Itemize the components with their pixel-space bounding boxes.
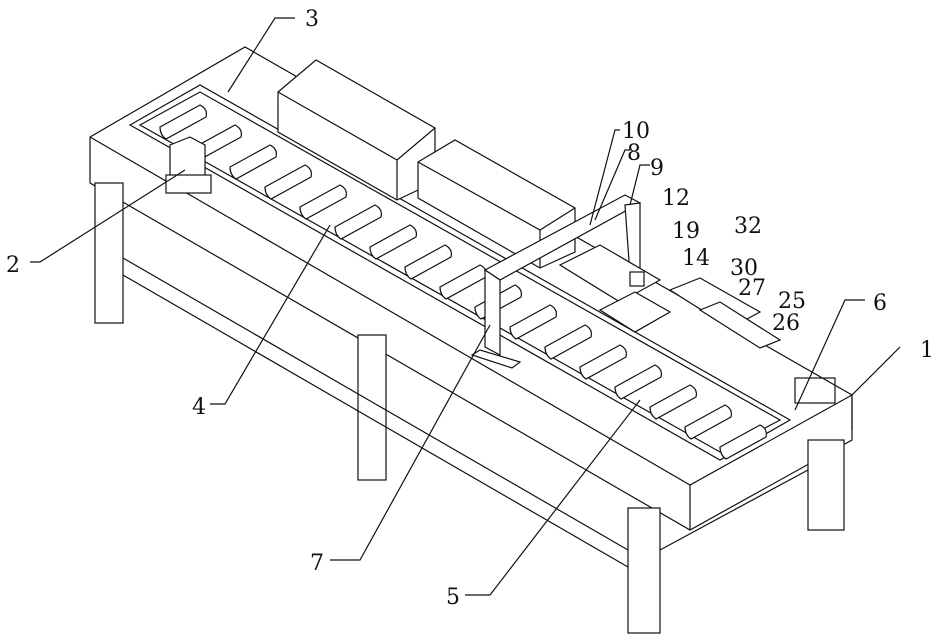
callout-4: 4 bbox=[192, 395, 206, 420]
table-body bbox=[90, 47, 852, 633]
callout-12: 12 bbox=[662, 186, 690, 211]
callout-3: 3 bbox=[305, 7, 319, 32]
callout-26: 26 bbox=[772, 311, 800, 336]
callout-32: 32 bbox=[734, 214, 762, 239]
callout-14: 14 bbox=[682, 246, 710, 271]
callout-8: 8 bbox=[627, 141, 641, 166]
callout-2: 2 bbox=[6, 253, 20, 278]
callout-30: 30 bbox=[730, 256, 758, 281]
callout-9: 9 bbox=[650, 156, 664, 181]
callout-7: 7 bbox=[310, 551, 324, 576]
callout-1: 1 bbox=[920, 338, 934, 363]
leader-line bbox=[852, 347, 900, 430]
callout-5: 5 bbox=[446, 585, 460, 610]
sensor-unit bbox=[166, 137, 211, 193]
callout-10: 10 bbox=[622, 119, 650, 144]
callout-19: 19 bbox=[672, 219, 700, 244]
callout-6: 6 bbox=[873, 291, 887, 316]
